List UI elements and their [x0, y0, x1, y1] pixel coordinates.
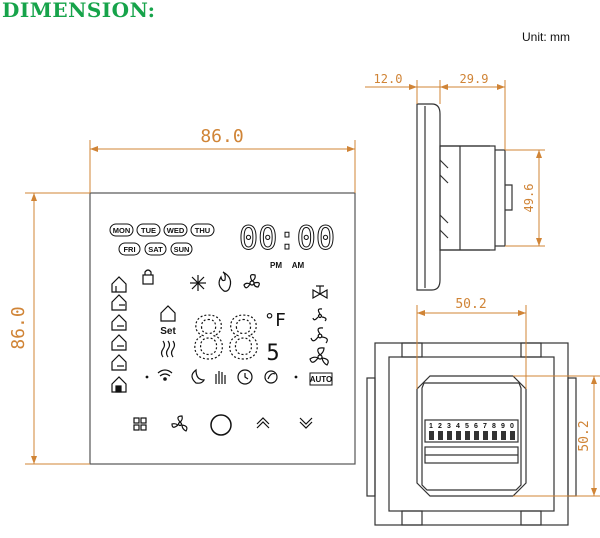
hand-icon — [215, 371, 226, 384]
fan-mid-icon — [310, 327, 328, 344]
bezel-depth-label: 12.0 — [374, 72, 403, 86]
front-width-dimension — [89, 140, 356, 193]
floor-heat-icon — [160, 340, 176, 358]
front-height-label: 86.0 — [8, 306, 29, 349]
terminal-0: 0 — [510, 423, 514, 430]
house-icon — [111, 276, 127, 293]
terminal-1: 1 — [429, 423, 433, 430]
clock-icon — [237, 369, 253, 385]
day-thu: THU — [195, 226, 210, 235]
page-heading: DIMENSION: — [2, 0, 156, 22]
eco-icon — [264, 370, 278, 384]
back-height-label: 50.2 — [577, 420, 592, 451]
day-row-1: MON TUE WED THU — [109, 223, 215, 237]
side-view: 12.0 29.9 49.6 — [365, 72, 545, 291]
terminal-5: 5 — [465, 423, 469, 430]
terminal-3: 3 — [447, 423, 451, 430]
terminal-2: 2 — [438, 423, 442, 430]
terminal-6: 6 — [474, 423, 478, 430]
day-fri: FRI — [123, 245, 135, 254]
back-frame-outer — [374, 342, 569, 526]
temp-unit-f: °F — [264, 310, 286, 331]
chevron-up-icon[interactable] — [256, 417, 270, 429]
menu-grid-icon[interactable] — [133, 417, 147, 431]
side-bezel — [416, 103, 441, 291]
house-icon — [160, 305, 176, 322]
terminal-7: 7 — [483, 423, 487, 430]
side-height-label: 49.6 — [522, 184, 536, 213]
day-tue: TUE — [141, 226, 156, 235]
auto-indicator: AUTO — [310, 375, 333, 384]
set-label: Set — [160, 326, 176, 337]
side-body — [439, 145, 496, 251]
front-view: 86.0 86.0 MON TUE WED THU FRI SAT — [8, 126, 356, 465]
back-view: 1 2 3 4 5 6 7 8 9 0 50.2 50.2 — [366, 297, 600, 526]
back-width-label: 50.2 — [455, 297, 486, 312]
terminal-8: 8 — [492, 423, 496, 430]
day-sun: SUN — [174, 245, 190, 254]
day-mon: MON — [113, 226, 131, 235]
fan-low-icon — [312, 308, 327, 322]
temperature-display: 88 — [191, 304, 261, 372]
chevron-down-icon[interactable] — [299, 417, 313, 429]
indicator-row — [145, 368, 298, 385]
wifi-icon — [157, 369, 173, 381]
front-height-dimension — [25, 192, 90, 465]
house-icon — [111, 376, 127, 393]
house-icon — [111, 334, 127, 351]
lock-icon — [142, 269, 154, 285]
terminal-numbers: 1 2 3 4 5 6 7 8 9 0 — [429, 423, 514, 430]
terminal-block — [424, 419, 519, 443]
terminal-9: 9 — [501, 423, 505, 430]
body-depth-label: 29.9 — [460, 72, 489, 86]
mode-icons — [190, 271, 260, 292]
fan-high-icon — [309, 347, 329, 366]
flame-icon — [218, 271, 232, 292]
day-row-2: FRI SAT SUN — [118, 242, 193, 256]
day-wed: WED — [167, 226, 185, 235]
valve-icon — [312, 285, 328, 300]
pm-indicator: PM — [270, 261, 282, 270]
terminal-4: 4 — [456, 423, 460, 430]
front-width-label: 86.0 — [200, 126, 243, 147]
terminal-pins — [429, 431, 515, 440]
house-icon — [111, 314, 127, 331]
side-dimensions — [365, 80, 545, 247]
house-icon — [111, 354, 127, 371]
unit-label: Unit: mm — [522, 30, 570, 44]
house-icon — [111, 294, 127, 311]
snowflake-icon — [190, 275, 206, 291]
clock-display: 00:00 — [239, 219, 335, 257]
temp-unit-c: 5 — [266, 341, 279, 366]
day-sat: SAT — [148, 245, 163, 254]
fan-button-icon[interactable] — [171, 415, 188, 432]
back-dimensions — [416, 305, 600, 497]
am-indicator: AM — [292, 261, 305, 270]
fan-icon — [243, 274, 260, 289]
power-button[interactable] — [210, 414, 232, 436]
program-icons-column — [111, 269, 154, 393]
moon-icon — [191, 368, 205, 384]
